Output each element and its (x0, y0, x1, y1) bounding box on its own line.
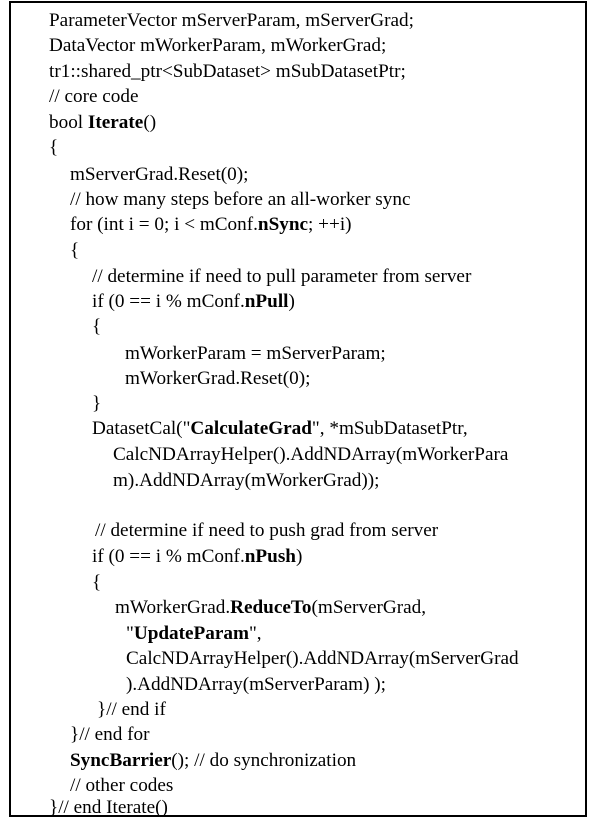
code-line: mWorkerGrad.Reset(0); (125, 368, 311, 389)
code-line: m).AddNDArray(mWorkerGrad)); (113, 470, 380, 491)
code-text: (mServerGrad, (311, 597, 427, 618)
code-text: bool (49, 112, 88, 133)
code-text: " (126, 623, 134, 644)
code-text: ) (288, 291, 295, 312)
code-keyword-bold: SyncBarrier (70, 750, 172, 771)
code-keyword-bold: ReduceTo (230, 597, 312, 618)
code-text: for (int i = 0; i < mConf. (70, 214, 258, 235)
code-line: CalcNDArrayHelper().AddNDArray(mWorkerPa… (113, 444, 509, 465)
code-line: DatasetCal("CalculateGrad", *mSubDataset… (92, 417, 468, 441)
code-line: if (0 == i % mConf.nPull) (92, 290, 295, 314)
code-keyword-bold: Iterate (87, 112, 144, 133)
code-text: ", *mSubDatasetPtr, (311, 418, 468, 439)
code-keyword-bold: UpdateParam (133, 623, 249, 644)
code-listing-box: ParameterVector mServerParam, mServerGra… (9, 1, 587, 817)
code-line: CalcNDArrayHelper().AddNDArray(mServerGr… (126, 648, 519, 669)
code-line: mWorkerParam = mServerParam; (125, 343, 386, 364)
code-keyword-bold: nSync (257, 214, 309, 235)
code-text: mWorkerGrad. (115, 597, 231, 618)
code-line: SyncBarrier(); // do synchronization (70, 749, 356, 773)
code-line: "UpdateParam", (126, 622, 262, 646)
code-text: () (143, 112, 157, 133)
code-comment: // determine if need to push grad from s… (95, 520, 439, 541)
code-line: if (0 == i % mConf.nPush) (92, 545, 302, 569)
code-text: ; ++i) (308, 214, 352, 235)
code-brace: { (92, 572, 102, 593)
code-line: mServerGrad.Reset(0); (70, 164, 249, 185)
code-line: tr1::shared_ptr<SubDataset> mSubDatasetP… (49, 61, 406, 82)
code-line: ).AddNDArray(mServerParam) ); (126, 674, 387, 695)
code-keyword-bold: CalculateGrad (190, 418, 312, 439)
code-brace: { (49, 137, 59, 158)
code-comment: // core code (49, 86, 139, 107)
code-brace: { (92, 316, 102, 337)
code-line: ParameterVector mServerParam, mServerGra… (49, 10, 414, 31)
code-keyword-bold: nPull (244, 291, 289, 312)
code-brace: } (92, 393, 102, 414)
code-comment: // other codes (70, 775, 174, 796)
code-line: DataVector mWorkerParam, mWorkerGrad; (49, 35, 387, 56)
code-text: ) (295, 546, 303, 567)
code-comment: }// end for (70, 724, 150, 745)
code-comment: }// end if (97, 699, 166, 720)
code-keyword-bold: nPush (244, 546, 296, 567)
code-comment: // how many steps before an all-worker s… (70, 189, 411, 210)
code-comment: // determine if need to pull parameter f… (92, 266, 472, 287)
code-line: mWorkerGrad.ReduceTo(mServerGrad, (115, 596, 426, 620)
code-comment: }// end Iterate() (49, 797, 168, 818)
code-text: ", (248, 623, 262, 644)
code-text: if (0 == i % mConf. (92, 291, 245, 312)
code-text: if (0 == i % mConf. (92, 546, 245, 567)
code-line: for (int i = 0; i < mConf.nSync; ++i) (70, 213, 352, 237)
code-text: (); // do synchronization (171, 750, 357, 771)
code-brace: { (70, 240, 80, 261)
code-line: bool Iterate() (49, 111, 156, 135)
code-text: DatasetCal(" (92, 418, 191, 439)
